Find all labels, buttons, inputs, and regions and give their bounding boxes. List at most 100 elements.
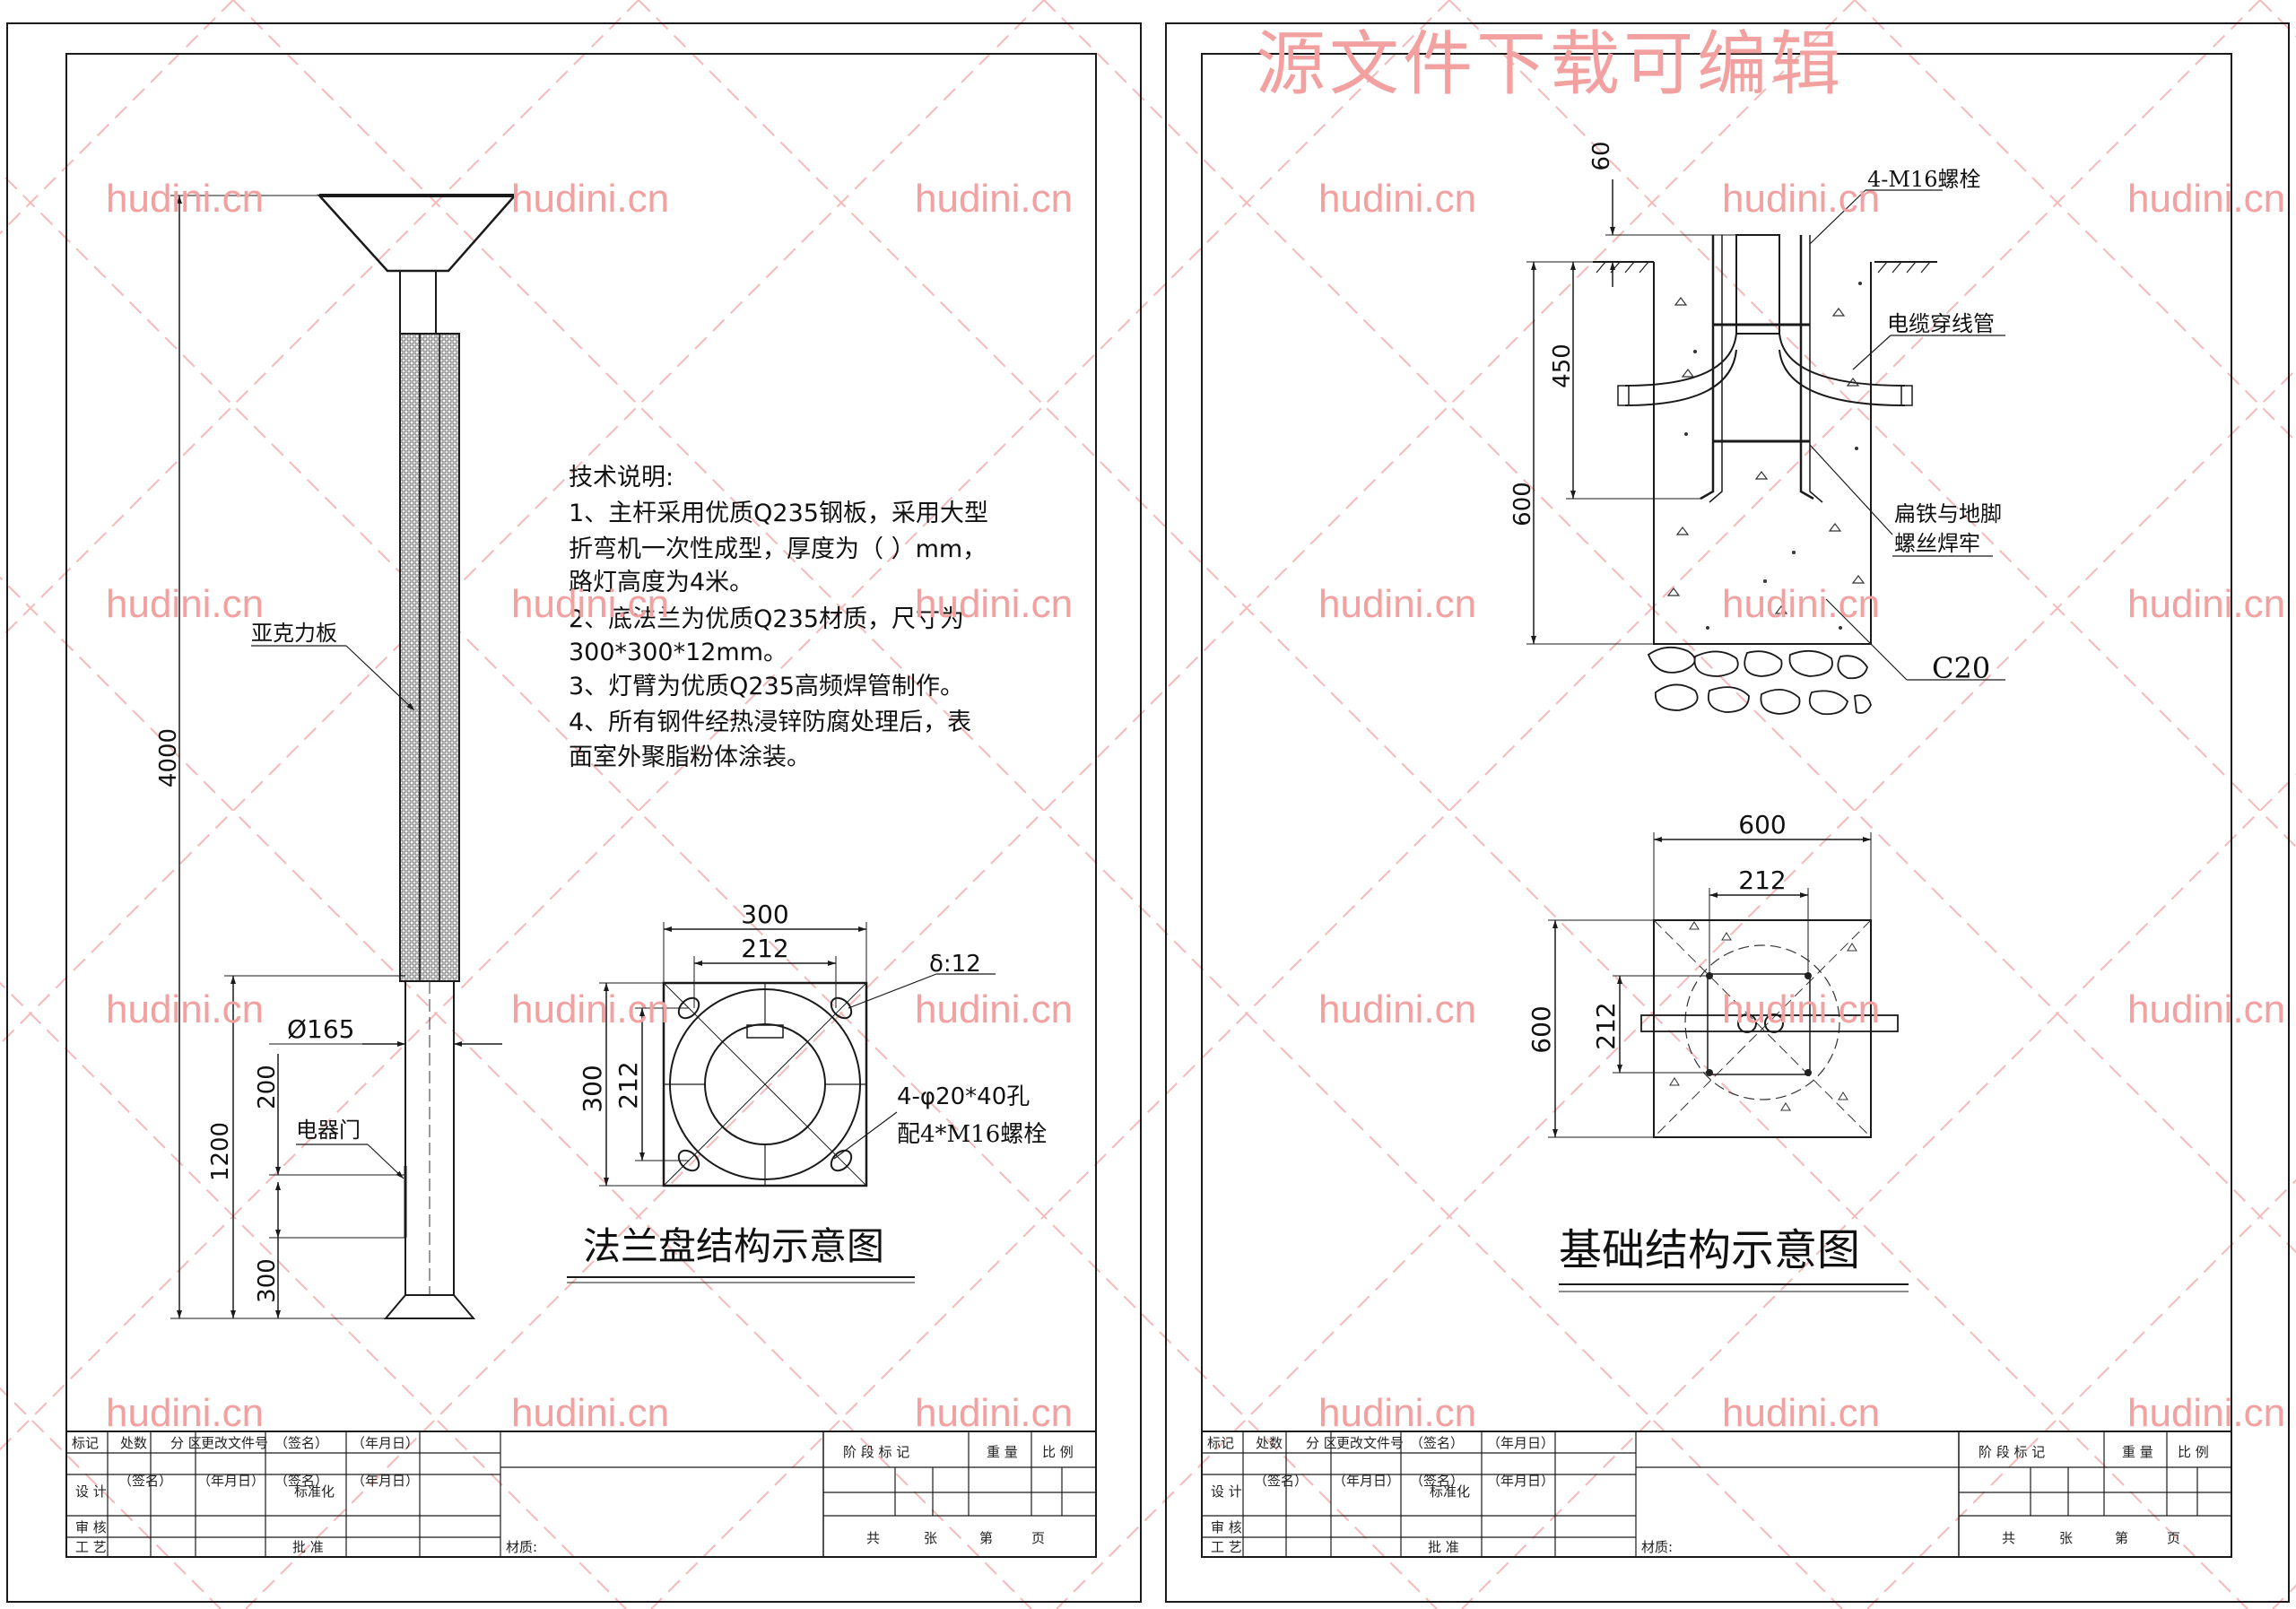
title-block-standard: 标准化: [294, 1483, 335, 1500]
tech-note-line: 面室外聚脂粉体涂装。: [569, 744, 811, 771]
title-block-design: 设 计: [75, 1483, 107, 1500]
title-block-material: 材质:: [506, 1539, 537, 1555]
watermark-site: hudini.cn: [1722, 987, 1880, 1031]
watermark-site: hudini.cn: [1318, 582, 1476, 626]
watermark-texts: hudini.cn hudini.cn hudini.cn hudini.cn hudi…: [106, 177, 2285, 1435]
title-block-date: （年月日）: [1487, 1435, 1554, 1451]
bolt-slot: [830, 1149, 853, 1172]
tech-note-line: 4、所有钢件经热浸锌防腐处理后，表: [569, 709, 971, 736]
flange-holes-line2: 配4*M16螺栓: [897, 1121, 1047, 1148]
flange-thickness: δ:12: [929, 951, 981, 978]
title-block-review: 审 核: [75, 1519, 107, 1535]
watermark-line: [638, 0, 2248, 1609]
title-block-zone: 分 区: [1306, 1435, 1337, 1451]
title-block-date: （年月日）: [352, 1473, 419, 1489]
title-block-sign: （签名）: [118, 1473, 172, 1489]
door-base-label: 300: [254, 1258, 281, 1303]
plan-inner-height: 212: [1591, 1002, 1621, 1049]
title-block-sign: （签名）: [1254, 1473, 1308, 1489]
weld-label-line2: 螺丝焊牢: [1894, 531, 1980, 556]
watermark-line: [232, 0, 1843, 1609]
title-block-scale: 比 例: [2178, 1444, 2209, 1460]
title-block-change-doc: 更改文件号: [1336, 1435, 1404, 1451]
title-block-page-unit: 页: [1031, 1530, 1045, 1546]
title-block-mark: 标记: [72, 1435, 99, 1451]
watermark-site: hudini.cn: [915, 582, 1073, 626]
concrete-block: [1653, 262, 1872, 645]
door-height-label: 1200: [207, 1122, 234, 1181]
watermark-site: hudini.cn: [915, 177, 1073, 221]
watermark-site: hudini.cn: [2127, 177, 2285, 221]
watermark-line: [0, 0, 234, 235]
right-sheet: [1165, 22, 2290, 1603]
plan-inner-width: 212: [1738, 865, 1786, 895]
plan-height: 600: [1526, 1005, 1556, 1053]
watermark-line: [0, 1387, 222, 1609]
title-block-total: 共: [866, 1530, 880, 1546]
foundation-footprint: [1653, 919, 1872, 1138]
title-block-weight: 重 量: [2122, 1444, 2153, 1460]
title-block-change-doc: 更改文件号: [201, 1435, 268, 1451]
tech-note-line: 路灯高度为4米。: [569, 569, 753, 596]
conduit-vertical: [1735, 234, 1780, 335]
watermark-line: [1461, 773, 2296, 1609]
watermark-site: hudini.cn: [1318, 1391, 1476, 1435]
watermark-line: [245, 0, 1856, 1609]
watermark-site: hudini.cn: [106, 582, 264, 626]
title-block-standard: 标准化: [1430, 1483, 1470, 1500]
title-block-material: 材质:: [1641, 1539, 1673, 1555]
lamp-shade: [317, 194, 517, 273]
title-block-design: 设 计: [1211, 1483, 1242, 1500]
weld-label-line1: 扁铁与地脚: [1894, 501, 2002, 526]
foundation-plan: 600 212 600 212 基础结构示意图: [1526, 810, 1909, 1292]
watermark-line: [650, 0, 2261, 1609]
watermark-site: hudini.cn: [1722, 177, 1880, 221]
title-block-zone: 分 区: [170, 1435, 202, 1451]
title-block-count: 处数: [120, 1435, 147, 1451]
title-block-approve: 批 准: [1428, 1539, 1459, 1555]
tech-note-line: 1、主杆采用优质Q235钢板，采用大型: [569, 500, 988, 527]
tech-note-line: 3、灯臂为优质Q235高频焊管制作。: [569, 673, 964, 700]
watermark-site: hudini.cn: [511, 987, 669, 1031]
section-total-dim: 600: [1509, 482, 1536, 526]
title-block-approve: 批 准: [292, 1539, 324, 1555]
title-block-review: 审 核: [1211, 1519, 1242, 1535]
title-block-sign: （签名）: [274, 1473, 328, 1489]
flange-width-outer: 300: [741, 900, 788, 929]
watermark-site: hudini.cn: [1722, 1391, 1880, 1435]
watermark-site: hudini.cn: [1318, 987, 1476, 1031]
watermark-site: hudini.cn: [106, 987, 264, 1031]
tech-notes: 技术说明: 1、主杆采用优质Q235钢板，采用大型 折弯机一次性成型，厚度为（ …: [569, 464, 988, 771]
title-block-sign: （签名）: [1410, 1473, 1464, 1489]
title-block-page: 第: [979, 1530, 993, 1546]
watermark-line: [0, 576, 1032, 1609]
watermark-line: [0, 170, 1438, 1609]
section-mid-dim: 450: [1549, 344, 1576, 388]
watermark-site: hudini.cn: [511, 1391, 669, 1435]
tech-note-line: 300*300*12mm。: [569, 639, 787, 666]
foundation-section: 60 450 600 4-M16螺栓 电缆穿线管 扁铁与地脚 螺丝焊牢 C20: [1509, 141, 2005, 716]
title-block-date: （年月日）: [1487, 1473, 1554, 1489]
plan-width: 600: [1738, 810, 1786, 839]
title-block-sign: （签名）: [1410, 1435, 1464, 1451]
flange-plan: 300 212 300 212 δ:12 4-φ20*40孔 配4*M16螺栓 …: [567, 900, 1047, 1283]
watermark-line: [0, 0, 639, 640]
watermark-site: hudini.cn: [1722, 582, 1880, 626]
title-block-process: 工 艺: [1211, 1539, 1242, 1555]
title-block-process: 工 艺: [75, 1539, 107, 1555]
title-block-page: 第: [2115, 1530, 2128, 1546]
title-block-mark: 标记: [1207, 1435, 1234, 1451]
anchor-bolt: [1700, 235, 1715, 500]
diameter-label: Ø165: [287, 1014, 354, 1044]
watermark-line: [1043, 0, 2296, 1254]
acrylic-panel: [399, 333, 460, 982]
title-block-total: 共: [2002, 1530, 2015, 1546]
tech-note-line: 折弯机一次性成型，厚度为（ ）mm，: [569, 535, 987, 563]
tech-notes-heading: 技术说明:: [569, 464, 674, 491]
gravel-base: [1647, 646, 1872, 716]
watermark-line: [0, 0, 1045, 1046]
flange-width-inner: 212: [741, 934, 788, 963]
watermark-line: [2272, 1584, 2296, 1609]
